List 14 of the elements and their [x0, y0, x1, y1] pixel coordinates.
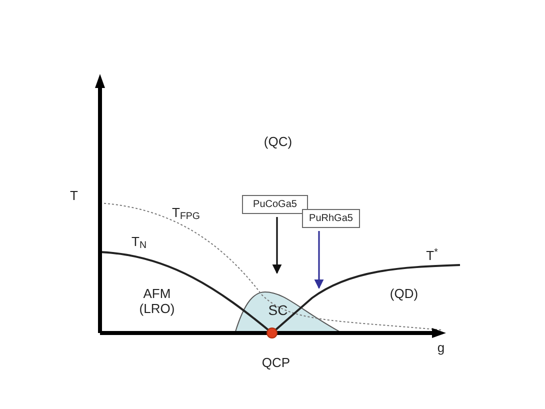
- sample-label-box: PuRhGa5: [302, 209, 360, 228]
- arrow: [314, 231, 324, 289]
- region-label: SC: [262, 300, 294, 320]
- axis-or-region-label: T: [69, 188, 79, 203]
- arrow: [272, 217, 282, 274]
- axis-or-region-label: (QD): [388, 286, 420, 301]
- sample-label-box: PuCoGa5: [242, 195, 308, 214]
- axis-or-region-label: (QC): [262, 134, 294, 149]
- axis-or-region-label: T$^{*}$: [425, 248, 439, 263]
- axis-or-region-label: QCP: [260, 355, 292, 370]
- axis-or-region-label: g: [436, 340, 446, 355]
- axis-or-region-label: AFM (LRO): [138, 286, 176, 316]
- axis-or-region-label: T$_{FPG}$: [171, 205, 201, 220]
- axis-or-region-label: T$_{N}$: [130, 234, 148, 249]
